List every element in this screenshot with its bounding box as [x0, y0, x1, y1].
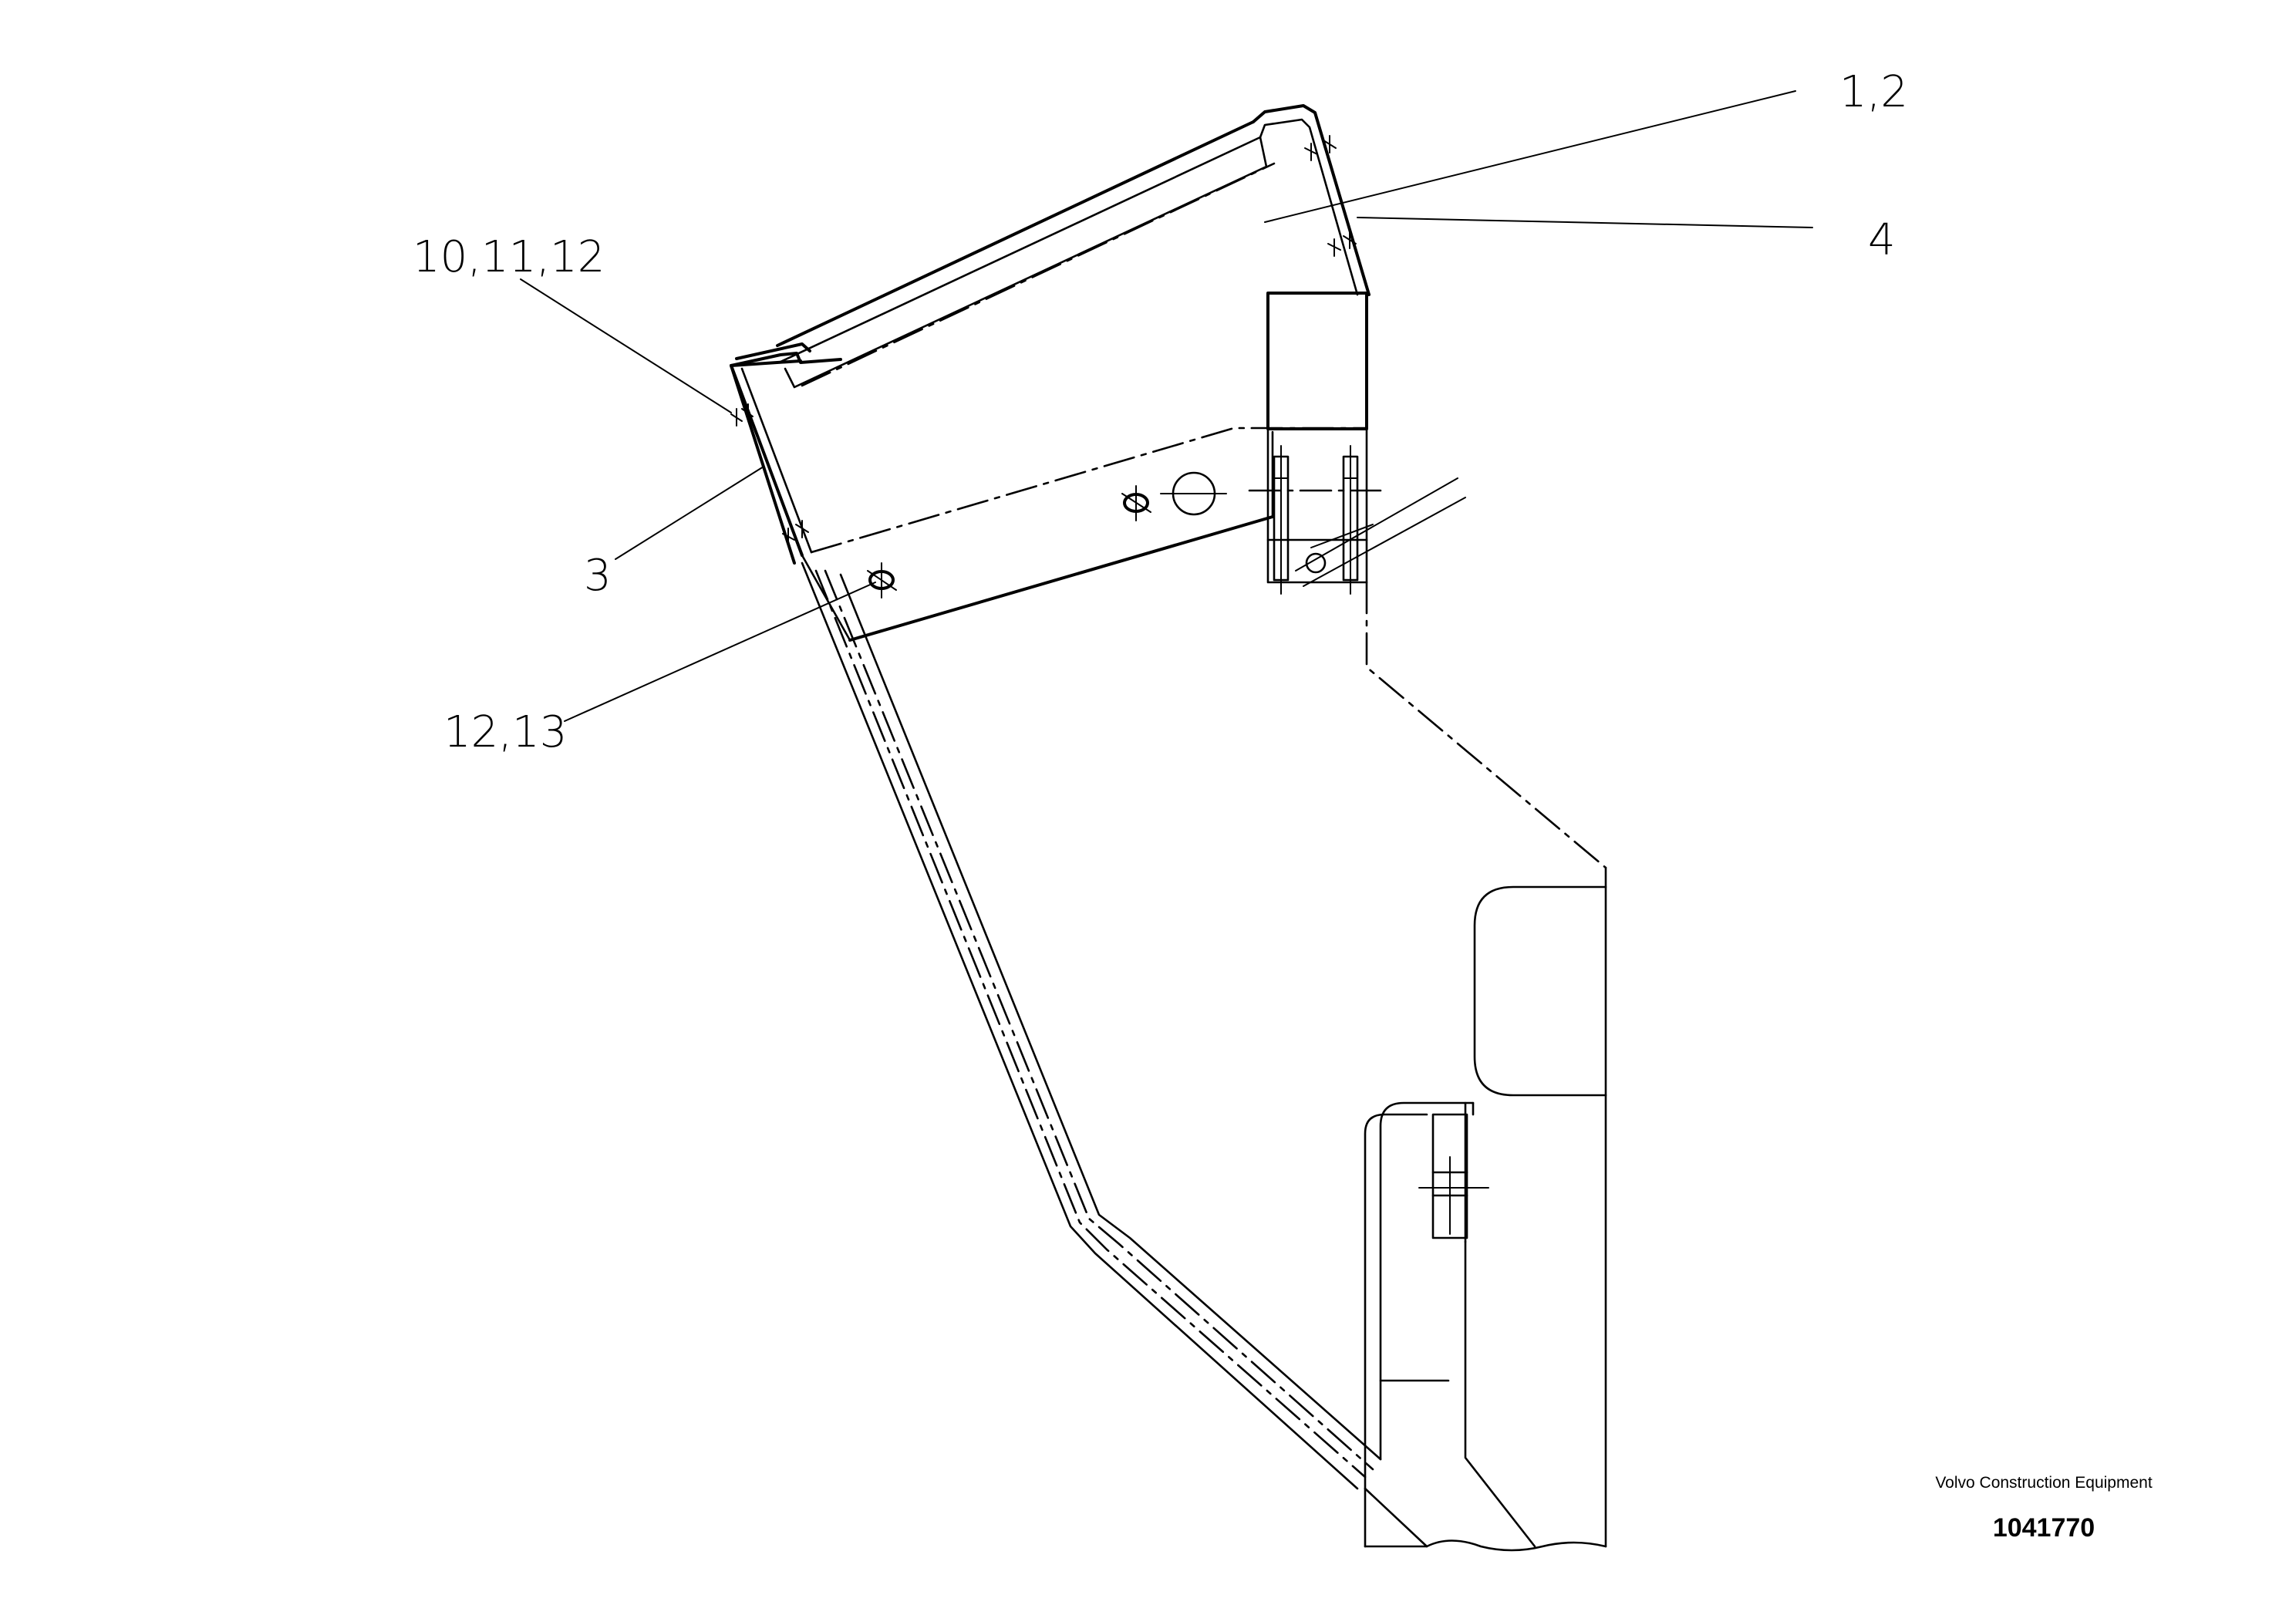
leader-4	[1357, 217, 1813, 228]
callout-labels: 1,2 4 10,11,12 3 12,13	[413, 67, 1908, 757]
callout-12-13: 12,13	[443, 707, 567, 757]
drawing-number: 1041770	[1992, 1513, 2095, 1543]
callout-10-11-12: 10,11,12	[413, 232, 605, 282]
callout-1-2: 1,2	[1839, 67, 1908, 117]
weld-marks	[730, 135, 1357, 547]
callout-3: 3	[584, 551, 612, 601]
leader-1-2	[1264, 90, 1796, 223]
cover-plate	[730, 104, 1371, 642]
leader-12-13	[564, 582, 876, 722]
callout-4: 4	[1868, 215, 1896, 265]
leader-lines	[520, 90, 1813, 722]
leader-10-11-12	[520, 278, 732, 413]
leader-3	[615, 466, 764, 560]
hinge-bracket	[1248, 292, 1466, 595]
machine-frame	[801, 561, 1607, 1552]
brand-name: Volvo Construction Equipment	[1935, 1474, 2153, 1492]
